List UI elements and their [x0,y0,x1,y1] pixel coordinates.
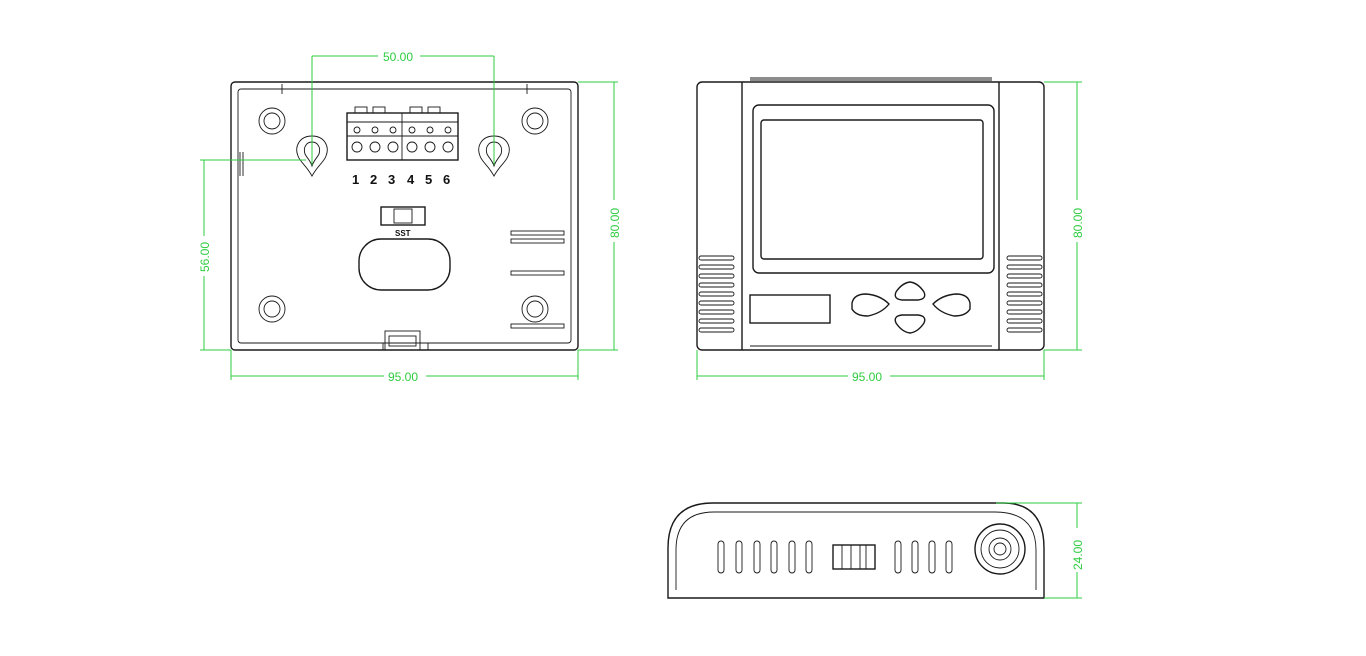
screw-hole-top-right [521,107,549,135]
dim-depth-side [996,502,1082,599]
dim-width-front [696,350,1045,380]
top-left-cross [275,84,289,94]
switch-label: SST [395,229,411,238]
screw-hole-bottom-right [521,295,549,323]
dim-label-hole-spacing: 50.00 [383,50,413,64]
left-edge-mark [239,152,244,176]
top-ribs [750,77,992,81]
side-slots-right [894,540,953,574]
terminal-block [346,106,459,161]
nav-buttons [851,281,971,334]
oval-cutout [358,238,451,291]
vents-left [698,255,735,333]
dim-hole-spacing [311,55,495,165]
dim-label-depth-side: 24.00 [1071,540,1085,570]
terminal-label-6: 6 [443,172,450,187]
side-slots-left [717,540,813,574]
terminal-label-5: 5 [425,172,432,187]
dip-switch [380,206,426,226]
side-slots [510,230,565,329]
display-bezel [752,104,995,274]
button-right [932,293,971,317]
bottom-clip [382,330,429,351]
top-right-cross [520,84,534,94]
side-connector [832,544,876,570]
dim-label-width-front: 95.00 [852,370,882,384]
terminal-label-2: 2 [370,172,377,187]
dim-label-hole-height: 56.00 [198,242,212,272]
side-view: 24.00 [667,502,1085,599]
button-up [894,281,926,301]
back-inner-frame [237,88,572,344]
button-left [851,293,890,317]
side-outer-profile [667,502,1045,599]
dim-height-front [1044,81,1082,351]
side-inner-profile [675,511,1037,590]
dim-hole-height [200,159,306,351]
display-screen [760,119,984,260]
dim-label-height-back: 80.00 [608,208,622,238]
vents-right [1006,255,1043,333]
terminal-label-3: 3 [388,172,395,187]
dim-width-back [230,350,579,380]
cable-gland [974,523,1026,575]
terminal-label-1: 1 [352,172,359,187]
dim-label-height-front: 80.00 [1071,208,1085,238]
keyhole-right [478,135,510,177]
indicator-window [749,294,831,324]
button-down [894,314,926,334]
keyhole-left [296,135,328,177]
front-outer-frame [696,81,1045,351]
dim-height-back [578,81,618,351]
front-view: 95.00 80.00 [696,77,1085,384]
terminal-label-4: 4 [407,172,415,187]
screw-hole-top-left [258,107,286,135]
screw-hole-bottom-left [258,295,286,323]
back-view: 1 2 3 4 5 6 SST [198,50,622,384]
dim-label-width-back: 95.00 [388,370,418,384]
